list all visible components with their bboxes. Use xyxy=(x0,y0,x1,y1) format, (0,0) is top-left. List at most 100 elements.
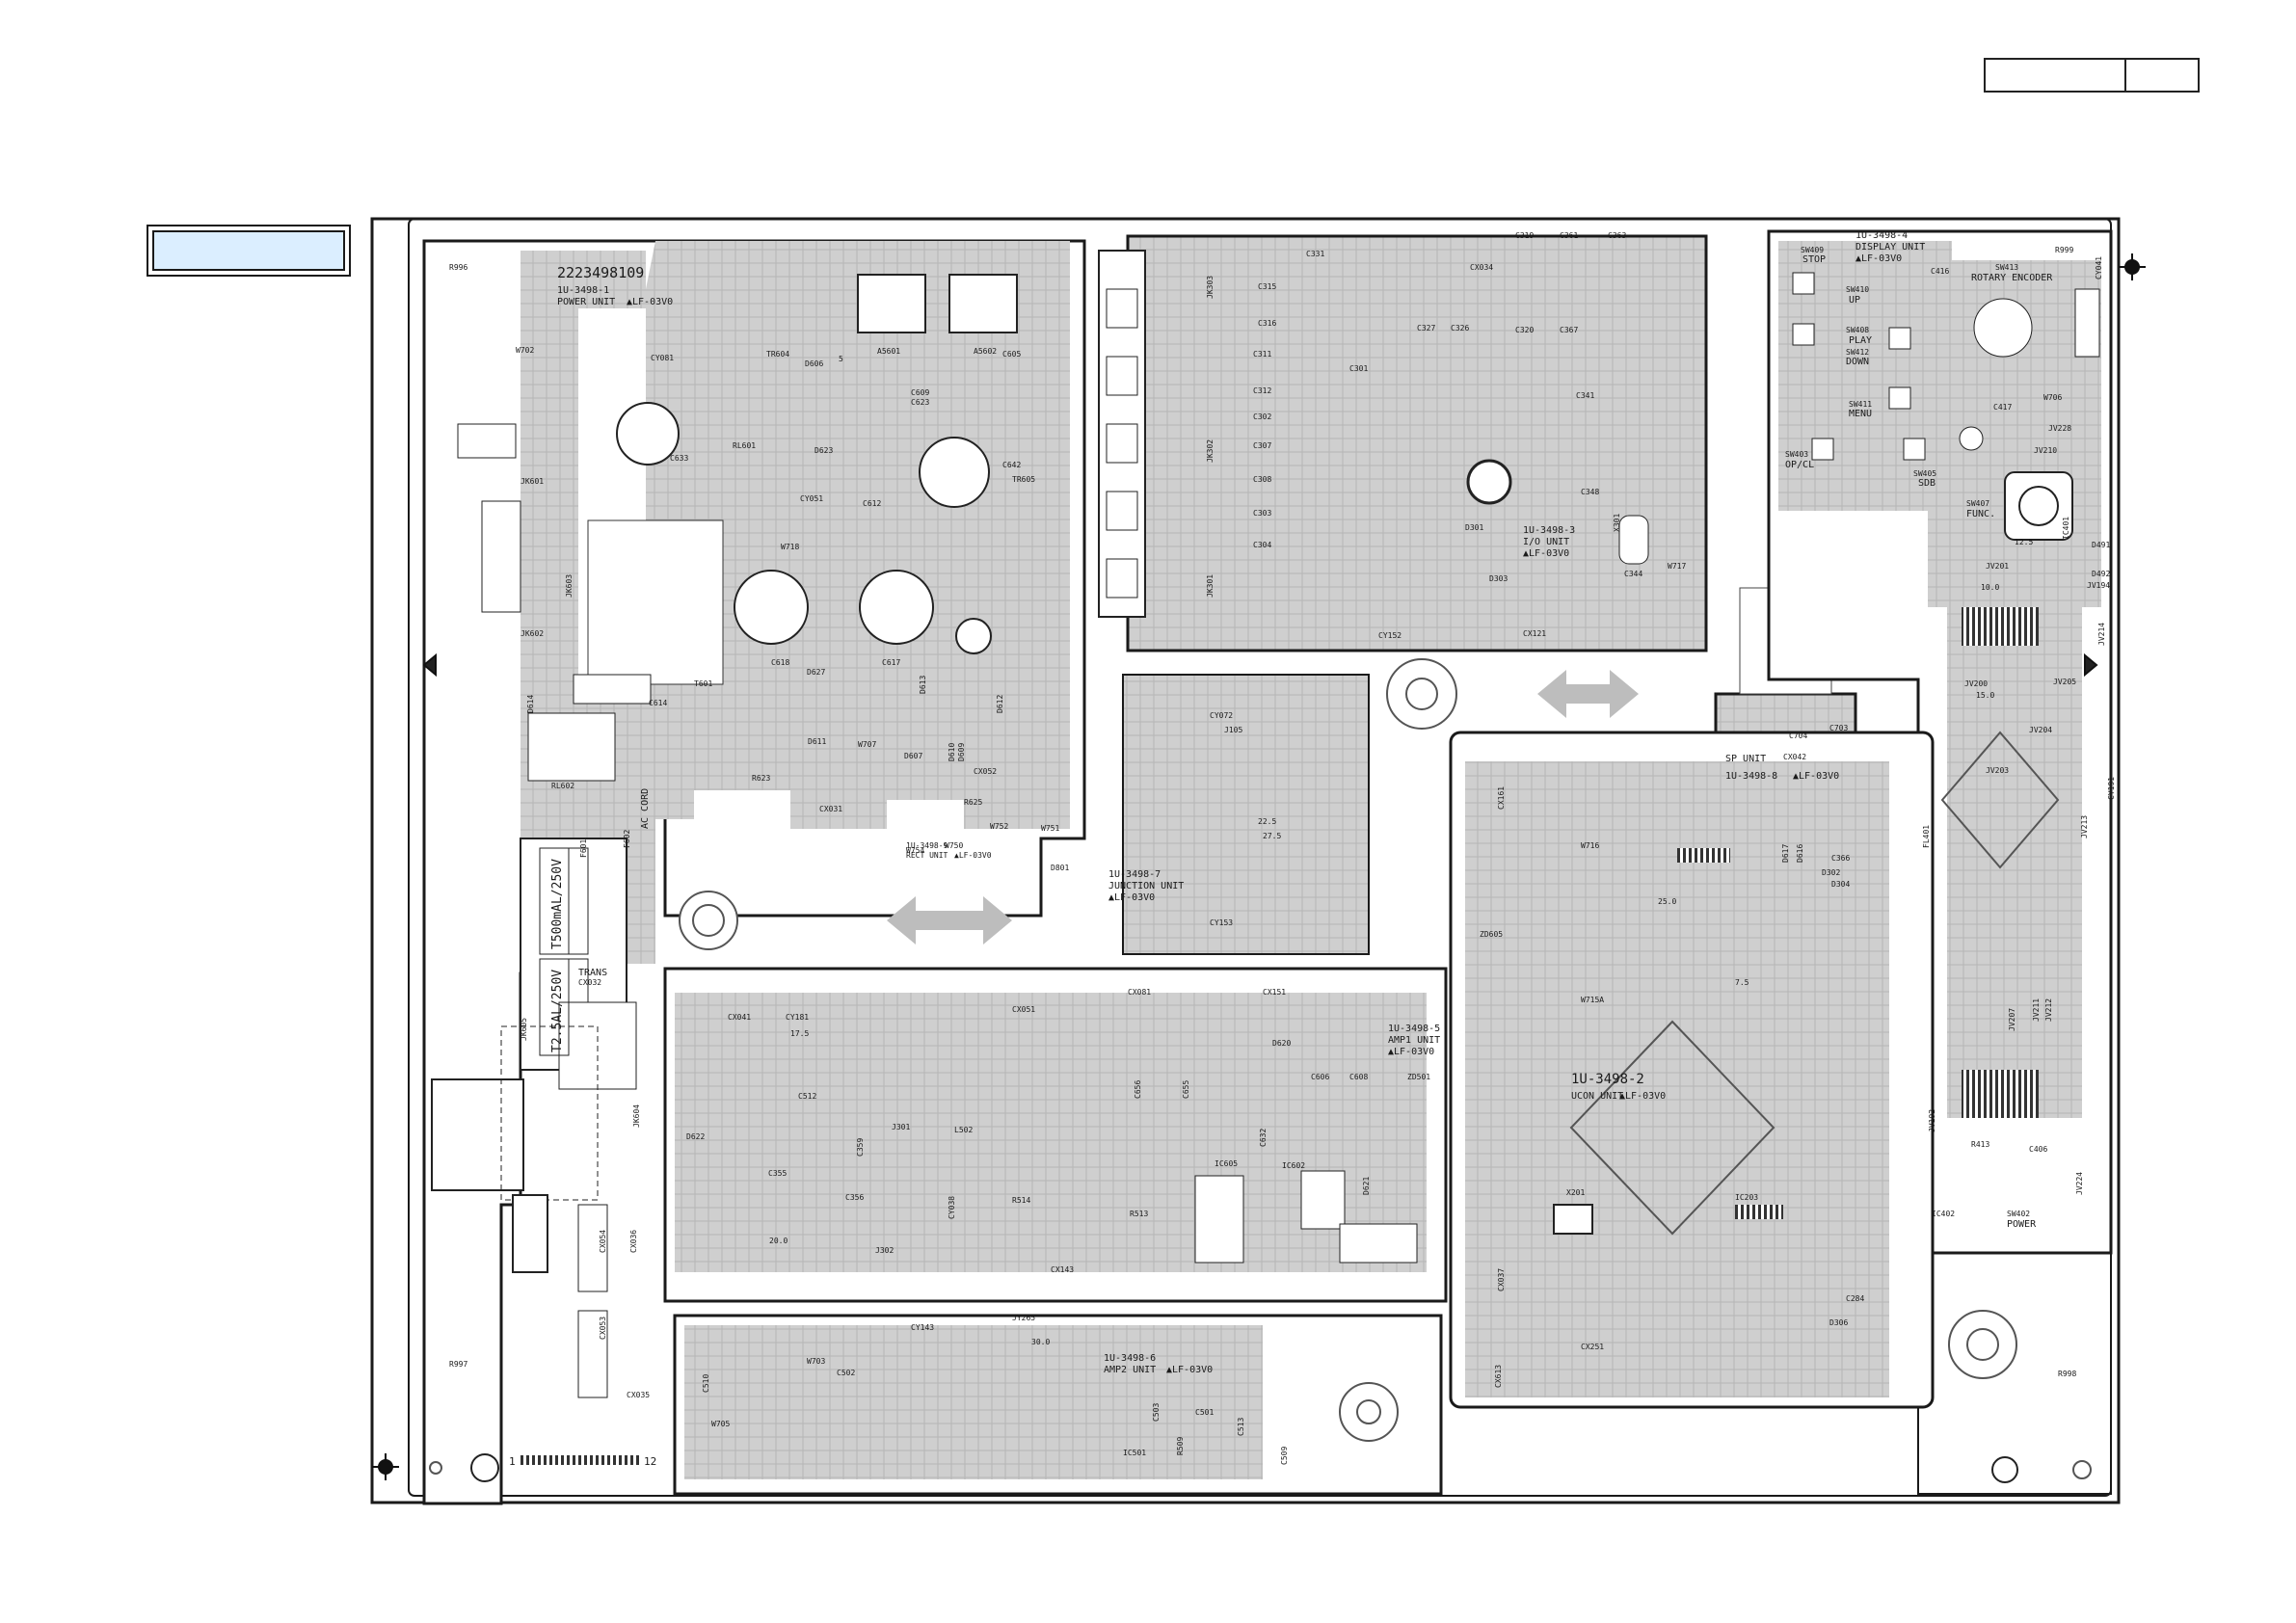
svg-text:JV228: JV228 xyxy=(2048,424,2071,433)
svg-text:CY051: CY051 xyxy=(800,494,823,503)
unit-2-name: 1U-3498-2 xyxy=(1571,1072,1644,1087)
svg-text:JV201: JV201 xyxy=(1986,562,2009,571)
svg-text:PLAY: PLAY xyxy=(1849,335,1872,346)
svg-text:C320: C320 xyxy=(1515,326,1534,334)
svg-text:C301: C301 xyxy=(1349,364,1368,373)
svg-text:OP/CL: OP/CL xyxy=(1785,460,1814,470)
svg-text:IC602: IC602 xyxy=(1282,1161,1305,1170)
svg-text:SW403: SW403 xyxy=(1785,450,1808,459)
unit-5-code: ▲LF-03V0 xyxy=(1388,1047,1434,1057)
svg-text:5: 5 xyxy=(839,355,843,363)
arrow-junction xyxy=(887,896,1012,945)
svg-text:ZD501: ZD501 xyxy=(1407,1073,1430,1081)
connector-strip xyxy=(519,1455,639,1465)
svg-text:R998: R998 xyxy=(2058,1370,2076,1378)
svg-text:CX143: CX143 xyxy=(1051,1265,1074,1274)
svg-text:C331: C331 xyxy=(1306,250,1324,258)
svg-text:CX121: CX121 xyxy=(1523,629,1546,638)
svg-text:C363: C363 xyxy=(1608,231,1626,240)
svg-text:C303: C303 xyxy=(1253,509,1271,518)
svg-text:CX051: CX051 xyxy=(1012,1005,1035,1014)
svg-text:W754: W754 xyxy=(906,846,924,855)
svg-text:C512: C512 xyxy=(798,1092,816,1101)
svg-text:CX151: CX151 xyxy=(1263,988,1286,997)
svg-text:D623: D623 xyxy=(814,446,833,455)
svg-text:J105: J105 xyxy=(1224,726,1242,734)
svg-text:W750: W750 xyxy=(945,841,963,850)
svg-text:JV214: JV214 xyxy=(2097,623,2106,646)
svg-text:C361: C361 xyxy=(1560,231,1578,240)
svg-text:CY191: CY191 xyxy=(2107,777,2116,800)
svg-text:C503: C503 xyxy=(1152,1403,1161,1422)
trans-label: TRANS xyxy=(578,968,607,978)
svg-text:W715A: W715A xyxy=(1581,996,1604,1004)
svg-text:27.5: 27.5 xyxy=(1263,832,1281,840)
svg-text:CX037: CX037 xyxy=(1497,1268,1506,1291)
arrow-io xyxy=(1537,670,1639,718)
svg-text:C608: C608 xyxy=(1349,1073,1368,1081)
svg-text:JV204: JV204 xyxy=(2029,726,2052,734)
svg-text:D609: D609 xyxy=(957,743,966,761)
svg-text:W752: W752 xyxy=(990,822,1008,831)
svg-text:MENU: MENU xyxy=(1849,409,1872,419)
fuse-f601-rating: T500mAL/250V xyxy=(550,859,565,949)
mounting-marks xyxy=(372,253,2146,1483)
voltage-annotations: 7.5 25.0 27.5 30.0 22.5 15.0 12.5 20.0 1… xyxy=(769,355,2033,1346)
svg-text:CX613: CX613 xyxy=(1494,1365,1503,1388)
unit-5-desc: AMP1 UNIT xyxy=(1388,1035,1440,1046)
svg-text:JV205: JV205 xyxy=(2053,678,2076,686)
svg-text:D301: D301 xyxy=(1465,523,1483,532)
svg-text:D622: D622 xyxy=(686,1132,705,1141)
svg-text:CX042: CX042 xyxy=(1783,753,1806,761)
svg-text:CX251: CX251 xyxy=(1581,1343,1604,1351)
svg-text:10.0: 10.0 xyxy=(1981,583,1999,592)
svg-text:C367: C367 xyxy=(1560,326,1578,334)
fuse-f601-ref: F601 xyxy=(579,839,588,858)
svg-text:CY072: CY072 xyxy=(1210,711,1233,720)
svg-text:CY181: CY181 xyxy=(786,1013,809,1022)
svg-text:R513: R513 xyxy=(1130,1210,1148,1218)
svg-text:SW413: SW413 xyxy=(1995,263,2018,272)
svg-text:C315: C315 xyxy=(1258,282,1276,291)
svg-text:X201: X201 xyxy=(1566,1188,1585,1197)
unit-3-desc: I/O UNIT xyxy=(1523,537,1569,547)
svg-text:W707: W707 xyxy=(858,740,876,749)
svg-text:SW405: SW405 xyxy=(1913,469,1936,478)
svg-text:C632: C632 xyxy=(1259,1129,1268,1147)
unit-4-code: ▲LF-03V0 xyxy=(1855,253,1902,264)
svg-text:T601: T601 xyxy=(694,679,712,688)
svg-text:C655: C655 xyxy=(1182,1080,1190,1099)
svg-text:TR605: TR605 xyxy=(1012,475,1035,484)
svg-text:SW408: SW408 xyxy=(1846,326,1869,334)
svg-text:FUNC.: FUNC. xyxy=(1966,509,1995,519)
ac-cord-label: AC CORD xyxy=(640,788,651,829)
svg-text:C355: C355 xyxy=(768,1169,787,1178)
svg-text:CY038: CY038 xyxy=(948,1196,956,1219)
svg-text:SW402: SW402 xyxy=(2007,1210,2030,1218)
svg-text:JK602: JK602 xyxy=(521,629,544,638)
svg-text:CX161: CX161 xyxy=(1497,786,1506,810)
svg-text:W706: W706 xyxy=(2043,393,2062,402)
svg-text:JK302: JK302 xyxy=(1206,439,1215,463)
unit-7-code: ▲LF-03V0 xyxy=(1108,892,1155,903)
svg-text:D303: D303 xyxy=(1489,574,1508,583)
svg-text:W717: W717 xyxy=(1668,562,1686,571)
unit-labels: 1U-3498-1 POWER UNIT ▲LF-03V0 1U-3498-2 … xyxy=(557,230,1925,1375)
ucon-unit-board xyxy=(1449,731,1935,1409)
svg-text:JK605: JK605 xyxy=(520,1018,528,1041)
unit-6-desc: AMP2 UNIT xyxy=(1104,1365,1156,1375)
svg-text:C502: C502 xyxy=(837,1369,855,1377)
svg-text:W702: W702 xyxy=(516,346,534,355)
io-unit-board xyxy=(1098,234,1708,652)
svg-text:IC401: IC401 xyxy=(2062,517,2070,540)
svg-text:D621: D621 xyxy=(1362,1177,1371,1195)
svg-text:R625: R625 xyxy=(964,798,982,807)
svg-text:CX081: CX081 xyxy=(1128,988,1151,997)
svg-text:R997: R997 xyxy=(449,1360,467,1369)
svg-text:C307: C307 xyxy=(1253,441,1271,450)
svg-text:CY143: CY143 xyxy=(911,1323,934,1332)
svg-text:J302: J302 xyxy=(875,1246,894,1255)
svg-text:CX031: CX031 xyxy=(819,805,842,813)
fuse-f602-ref: F602 xyxy=(623,830,631,848)
